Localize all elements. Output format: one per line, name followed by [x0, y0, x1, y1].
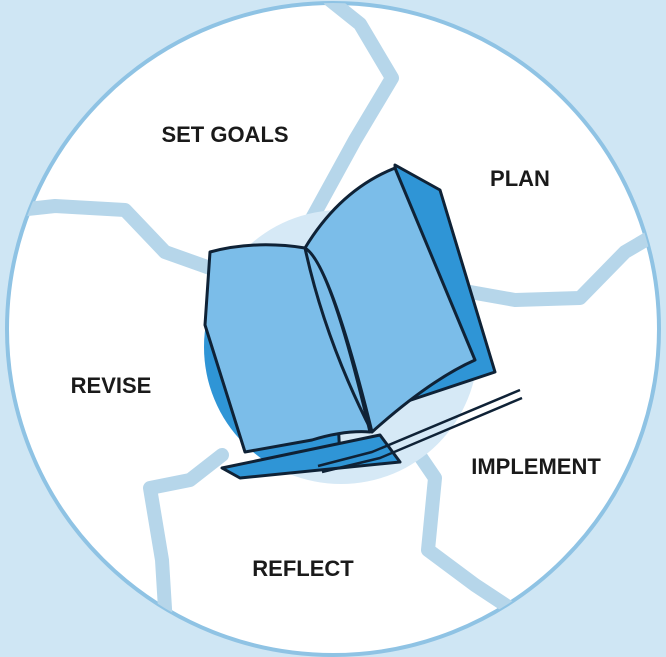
- divider-setgoals-plan: [303, 3, 399, 229]
- stage-label-revise: REVISE: [71, 373, 152, 398]
- divider-implement-reflect: [413, 449, 532, 625]
- stage-label-reflect: REFLECT: [252, 556, 354, 581]
- open-book-icon: [203, 163, 523, 480]
- stage-label-set-goals: SET GOALS: [161, 122, 288, 147]
- divider-revise-setgoals: [7, 199, 217, 275]
- divider-reflect-revise: [143, 448, 229, 655]
- stage-labels: SET GOALS PLAN IMPLEMENT REFLECT REVISE: [71, 122, 602, 581]
- stage-label-implement: IMPLEMENT: [471, 454, 601, 479]
- stage-label-plan: PLAN: [490, 166, 550, 191]
- divider-plan-implement: [463, 221, 659, 307]
